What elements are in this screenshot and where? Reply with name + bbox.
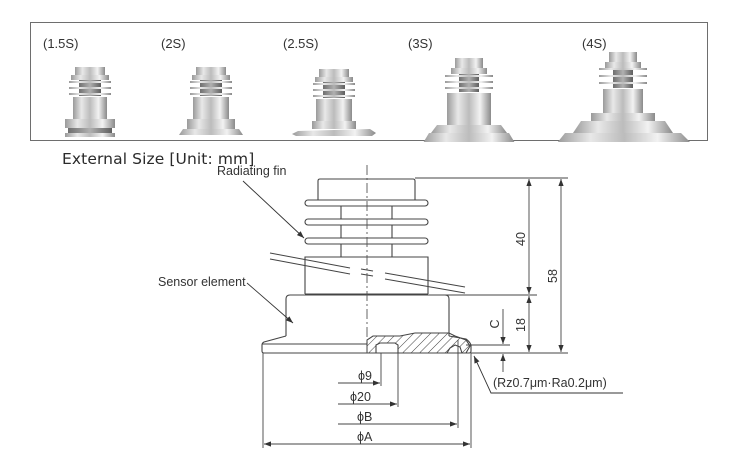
dim-dB-label: ϕB xyxy=(357,410,372,424)
product-photo-panel: (1.5S) (2S) xyxy=(30,22,709,142)
cap-outline xyxy=(317,178,416,200)
variant-label: (2S) xyxy=(161,36,186,51)
fin xyxy=(304,199,429,207)
sensor-element-label: Sensor element xyxy=(158,275,246,289)
hatched-section xyxy=(366,332,471,354)
variant-2s: (2S) xyxy=(151,23,276,142)
surface-finish-label: (Rz0.7μm·Ra0.2μm) xyxy=(493,376,607,390)
dim-d20-label: ϕ20 xyxy=(350,390,371,404)
variant-label: (2.5S) xyxy=(283,36,319,51)
sensor-body xyxy=(285,294,450,336)
variant-1-5s: (1.5S) xyxy=(31,23,151,142)
finish-leader xyxy=(473,355,623,394)
dim-c-label: C xyxy=(488,319,502,328)
dim-40-label: 40 xyxy=(514,232,528,246)
variant-2-5s: (2.5S) xyxy=(276,23,401,142)
variant-label: (1.5S) xyxy=(43,36,79,51)
variant-label: (3S) xyxy=(408,36,433,51)
dim-58-label: 58 xyxy=(546,269,560,283)
fin xyxy=(304,237,429,245)
variant-4s: (4S) xyxy=(551,23,709,142)
fin xyxy=(304,218,429,226)
dim-d9-label: ϕ9 xyxy=(358,369,372,383)
variant-label: (4S) xyxy=(582,36,607,51)
radiating-fin-label: Radiating fin xyxy=(217,164,287,178)
section-title: External Size [Unit: mm] xyxy=(62,150,255,168)
sensor-photo-2-5s xyxy=(292,69,376,136)
sensor-photo-3s xyxy=(423,58,515,142)
dim-dA-label: ϕA xyxy=(357,430,373,444)
sensor-photo-4s xyxy=(557,52,690,142)
sensor-photo-1-5s xyxy=(65,67,115,137)
sensor-photo-2s xyxy=(179,67,243,135)
sensor-leader xyxy=(246,282,294,324)
lower-body xyxy=(304,256,429,294)
variant-3s: (3S) xyxy=(401,23,551,142)
dim-18-label: 18 xyxy=(514,318,528,332)
fin-leader xyxy=(242,180,305,239)
